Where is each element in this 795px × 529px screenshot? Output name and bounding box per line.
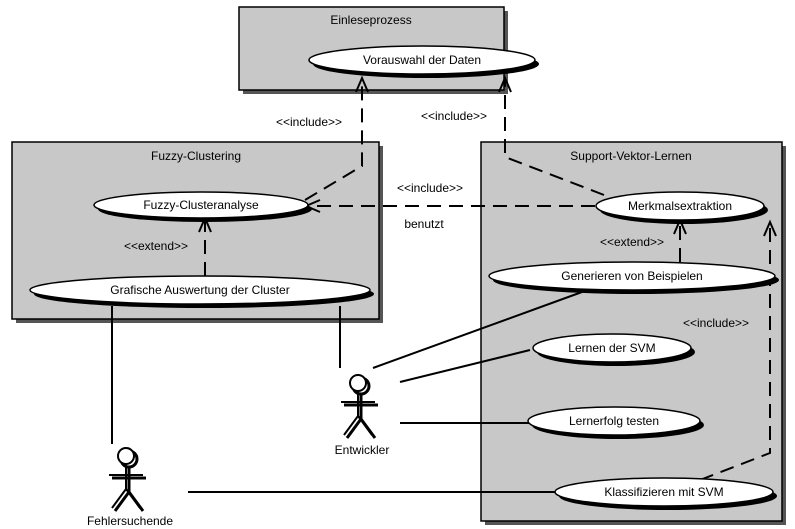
dependency-lines — [198, 75, 777, 481]
usecase-vorauswahl: Vorauswahl der Daten — [308, 45, 539, 78]
label-include-klassifizieren: <<include>> — [683, 316, 749, 330]
relation-labels: <<include>> <<include>> <<include>> benu… — [124, 109, 749, 330]
label-include-fuzzy-vorauswahl: <<include>> — [276, 115, 342, 129]
usecase-grafische-auswertung-label: Grafische Auswertung der Cluster — [110, 283, 289, 297]
usecase-merkmalsextraktion-label: Merkmalsextraktion — [628, 199, 732, 213]
include-fuzzy-to-vorauswahl — [304, 78, 363, 201]
usecase-klassifizieren-svm: Klassifizieren mit SVM — [554, 477, 777, 510]
usecase-fuzzy-clusteranalyse-label: Fuzzy-Clusteranalyse — [143, 198, 259, 212]
usecase-vorauswahl-label: Vorauswahl der Daten — [363, 53, 481, 67]
include-klassifizieren-to-merkmal — [699, 222, 771, 481]
usecase-fuzzy-clusteranalyse: Fuzzy-Clusteranalyse — [93, 191, 312, 222]
usecase-lernerfolg-testen-label: Lernerfolg testen — [569, 414, 659, 428]
actor-entwickler-label: Entwickler — [335, 443, 390, 457]
actor-entwickler-figure — [341, 374, 378, 439]
package-support-vektor-lernen-title: Support-Vektor-Lernen — [570, 149, 691, 163]
label-benutzt: benutzt — [404, 217, 444, 231]
include-merkmal-to-vorauswahl — [504, 78, 605, 196]
arrowhead-vorauswahl-right — [498, 75, 512, 93]
usecase-generieren-beispiele-label: Generieren von Beispielen — [561, 269, 702, 283]
actor-fehlersuchende-figure — [109, 447, 146, 512]
package-einleseprozess-title: Einleseprozess — [330, 13, 411, 27]
actor-entwickler: Entwickler — [335, 374, 390, 457]
usecase-lernen-svm: Lernen der SVM — [532, 333, 695, 366]
usecase-grafische-auswertung: Grafische Auswertung der Cluster — [29, 275, 374, 308]
actor-fehlersuchende-label: Fehlersuchende — [87, 514, 173, 528]
usecase-merkmalsextraktion: Merkmalsextraktion — [595, 191, 768, 224]
association-lines — [111, 291, 583, 493]
association-entwickler-lernen — [399, 349, 531, 383]
package-fuzzy-clustering-title: Fuzzy-Clustering — [151, 149, 241, 163]
usecase-lernen-svm-label: Lernen der SVM — [568, 341, 655, 355]
label-include-merkmal-vorauswahl: <<include>> — [421, 109, 487, 123]
association-entwickler-generieren — [372, 291, 583, 369]
actor-fehlersuchende: Fehlersuchende — [87, 447, 173, 528]
label-include-merkmal-fuzzy: <<include>> — [397, 181, 463, 195]
arrowhead-include-merkmal — [763, 219, 777, 237]
label-extend-generieren: <<extend>> — [600, 235, 664, 249]
usecase-lernerfolg-testen: Lernerfolg testen — [527, 406, 704, 439]
usecase-klassifizieren-svm-label: Klassifizieren mit SVM — [604, 485, 723, 499]
arrowhead-vorauswahl-left — [355, 75, 369, 93]
label-extend-grafische: <<extend>> — [124, 239, 188, 253]
usecase-generieren-beispiele: Generieren von Beispielen — [488, 261, 779, 294]
